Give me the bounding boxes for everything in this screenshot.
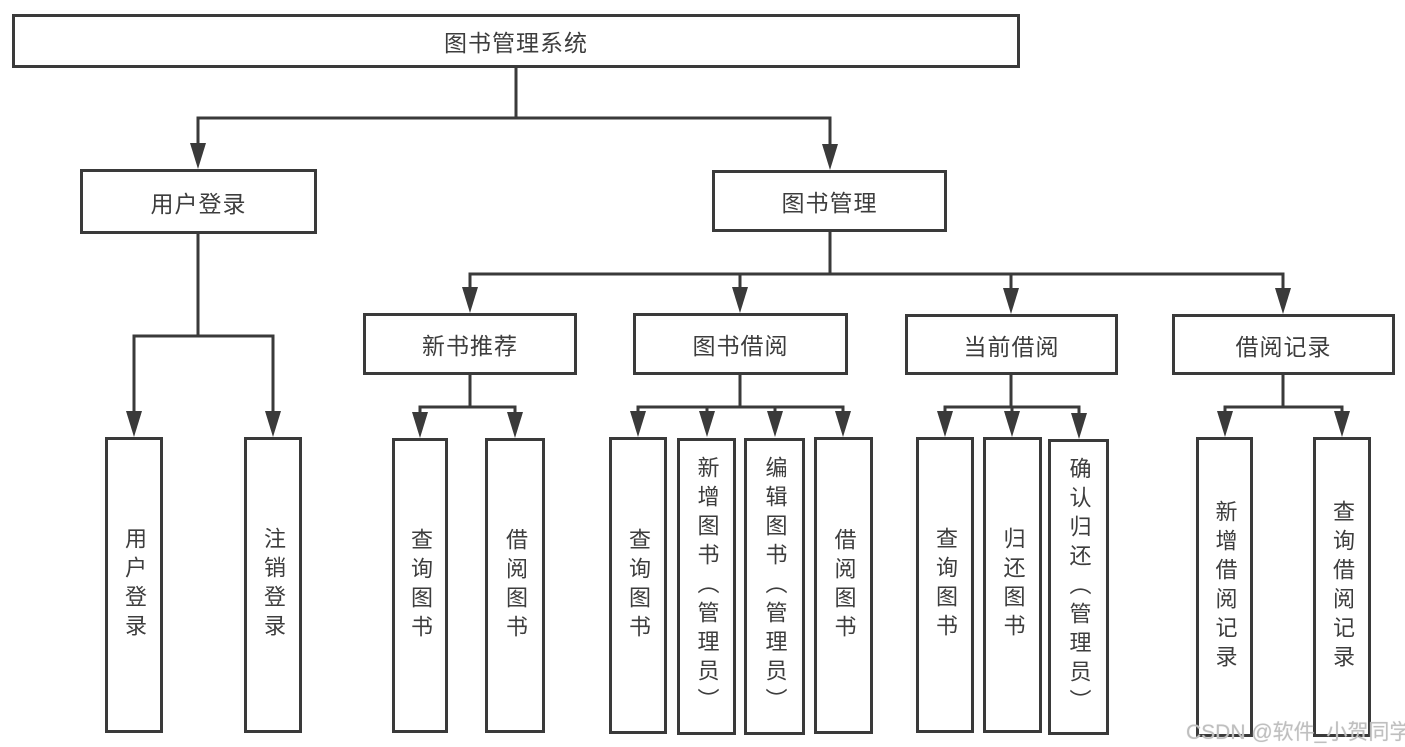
leaf-return-books-label: 归还图书 xyxy=(1000,527,1026,643)
leaf-logout-label: 注销登录 xyxy=(261,527,286,643)
node-borrow-records: 借阅记录 xyxy=(1172,314,1395,375)
leaf-add-borrow-record-label: 新增借阅记录 xyxy=(1212,500,1238,674)
connector-root-split xyxy=(196,68,832,149)
leaf-query-books-recommend: 查询图书 xyxy=(392,438,448,733)
node-new-book-recommend: 新书推荐 xyxy=(363,313,577,375)
leaf-user-login-label: 用户登录 xyxy=(122,527,147,643)
node-user-login-branch-label: 用户登录 xyxy=(150,190,247,217)
leaf-query-books-current-label: 查询图书 xyxy=(933,527,958,643)
node-book-management: 图书管理 xyxy=(712,170,947,232)
leaf-logout: 注销登录 xyxy=(244,437,302,733)
leaf-add-books-admin: 新增图书（管理员） xyxy=(677,438,736,735)
arrowhead xyxy=(1004,411,1020,437)
leaf-add-books-admin-label: 新增图书（管理员） xyxy=(694,456,720,717)
node-book-borrow-label: 图书借阅 xyxy=(692,333,789,359)
leaf-query-books-borrow: 查询图书 xyxy=(609,437,667,734)
node-root-label: 图书管理系统 xyxy=(444,30,588,56)
arrowhead xyxy=(1003,288,1019,314)
leaf-query-borrow-record-label: 查询借阅记录 xyxy=(1330,500,1355,674)
node-new-book-recommend-label: 新书推荐 xyxy=(422,333,518,359)
arrowhead xyxy=(190,143,206,169)
arrowhead xyxy=(822,144,838,170)
leaf-borrow-books-borrow-label: 借阅图书 xyxy=(831,527,857,644)
node-root: 图书管理系统 xyxy=(12,14,1020,68)
arrowhead xyxy=(412,412,428,438)
leaf-borrow-books-recommend-label: 借阅图书 xyxy=(503,527,528,644)
node-current-borrow: 当前借阅 xyxy=(905,314,1118,375)
arrowhead xyxy=(630,411,646,437)
arrowhead xyxy=(732,287,748,313)
leaf-edit-books-admin: 编辑图书（管理员） xyxy=(744,438,805,735)
node-current-borrow-label: 当前借阅 xyxy=(963,333,1060,360)
arrowhead xyxy=(507,412,523,438)
leaf-confirm-return-admin: 确认归还（管理员） xyxy=(1048,439,1109,735)
leaf-borrow-books-recommend: 借阅图书 xyxy=(485,438,545,733)
arrowhead xyxy=(265,411,281,437)
arrowhead xyxy=(1275,288,1291,314)
leaf-query-books-current: 查询图书 xyxy=(916,437,974,733)
connector-new-book-split xyxy=(418,375,517,418)
arrowhead xyxy=(126,411,142,437)
leaf-return-books: 归还图书 xyxy=(983,437,1042,733)
arrowhead xyxy=(699,411,715,437)
leaf-confirm-return-admin-label: 确认归还（管理员） xyxy=(1066,456,1092,718)
leaf-query-borrow-record: 查询借阅记录 xyxy=(1313,437,1371,737)
leaf-query-books-borrow-label: 查询图书 xyxy=(626,527,651,644)
connector-book-mgmt-split xyxy=(468,232,1285,292)
arrowhead xyxy=(835,411,851,437)
connector-borrow-records-split xyxy=(1223,375,1344,418)
node-book-borrow: 图书借阅 xyxy=(633,313,848,375)
leaf-user-login: 用户登录 xyxy=(105,437,163,733)
leaf-add-borrow-record: 新增借阅记录 xyxy=(1196,437,1253,737)
arrowhead xyxy=(1217,411,1233,437)
leaf-query-books-recommend-label: 查询图书 xyxy=(408,527,433,644)
leaf-borrow-books-borrow: 借阅图书 xyxy=(814,437,873,734)
arrowhead xyxy=(1334,411,1350,437)
node-borrow-records-label: 借阅记录 xyxy=(1235,333,1332,360)
node-user-login-branch: 用户登录 xyxy=(80,169,317,234)
connector-user-login-split xyxy=(132,234,275,416)
watermark-text: CSDN @软件_小贺同学 xyxy=(1186,721,1405,744)
arrowhead xyxy=(937,411,953,437)
node-book-management-label: 图书管理 xyxy=(781,190,878,216)
leaf-edit-books-admin-label: 编辑图书（管理员） xyxy=(762,456,788,717)
connector-book-borrow-split xyxy=(636,375,845,418)
arrowhead xyxy=(767,411,783,437)
arrowhead xyxy=(1071,413,1087,439)
arrowhead xyxy=(462,287,478,313)
